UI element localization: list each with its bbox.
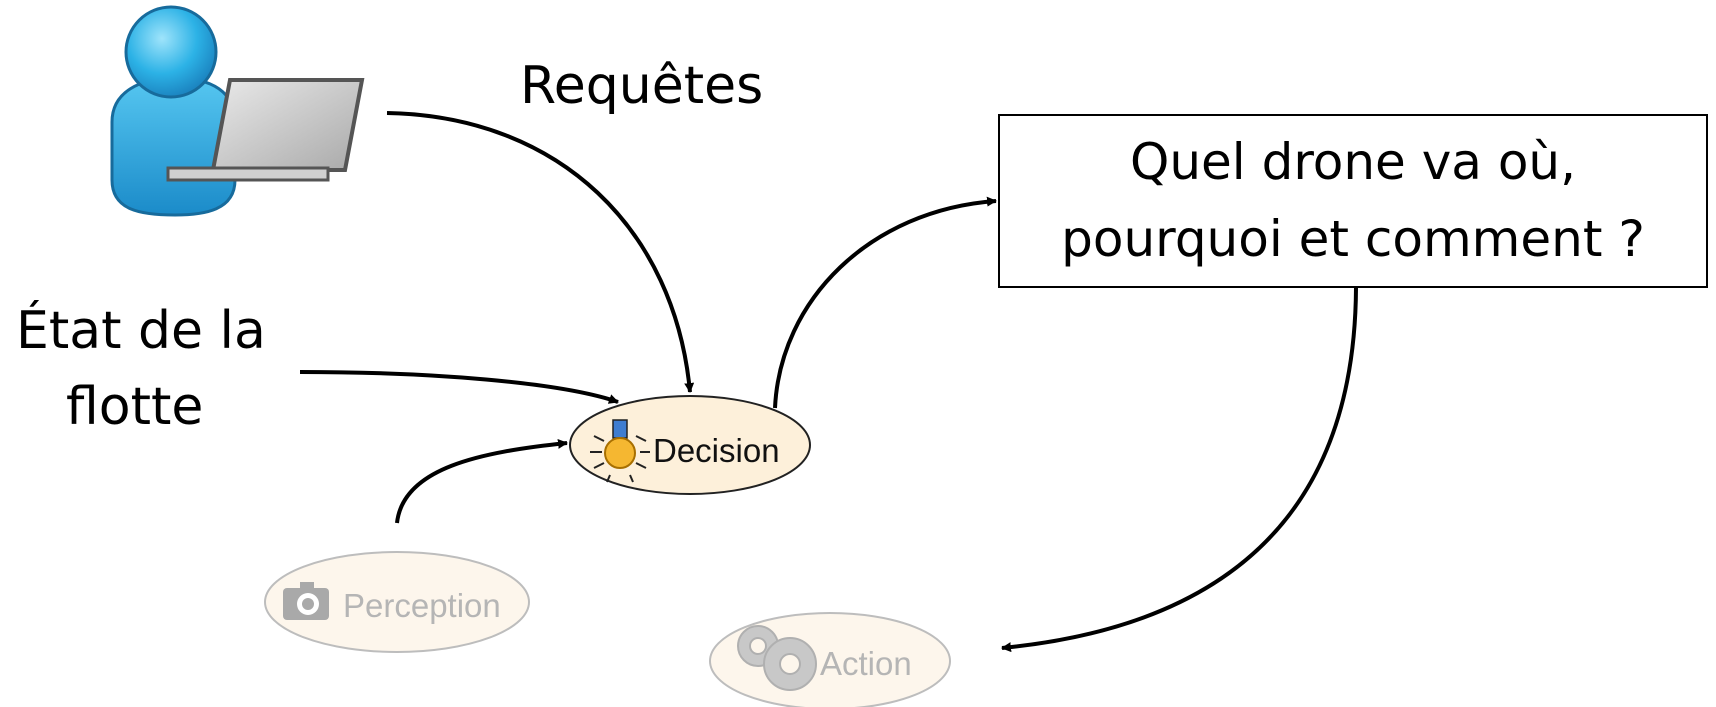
decision-node-shape (569, 395, 811, 495)
lightbulb-icon (590, 419, 650, 483)
question-line2: pourquoi et comment ? (1061, 210, 1645, 268)
fleet-state-label-line1: État de la (16, 301, 266, 361)
question-to-action-arrow (1001, 287, 1358, 653)
fleet-state-label-line2: flotte (66, 377, 204, 437)
perception-label: Perception (343, 587, 501, 624)
decision-label: Decision (653, 432, 780, 469)
action-label: Action (820, 645, 912, 682)
decision-to-question-arrow (773, 196, 997, 409)
gears-icon (737, 625, 817, 691)
user-laptop-icon (110, 5, 365, 217)
perception-to-decision-arrow (395, 438, 568, 524)
question-line1: Quel drone va où, (1129, 133, 1577, 191)
question-box: Quel drone va où, pourquoi et comment ? (998, 114, 1708, 288)
perception-node-shape (264, 551, 530, 653)
fleet-state-arrow (299, 370, 619, 404)
requests-arrow (386, 111, 695, 393)
requests-label: Requêtes (520, 56, 764, 116)
camera-icon (283, 582, 329, 620)
